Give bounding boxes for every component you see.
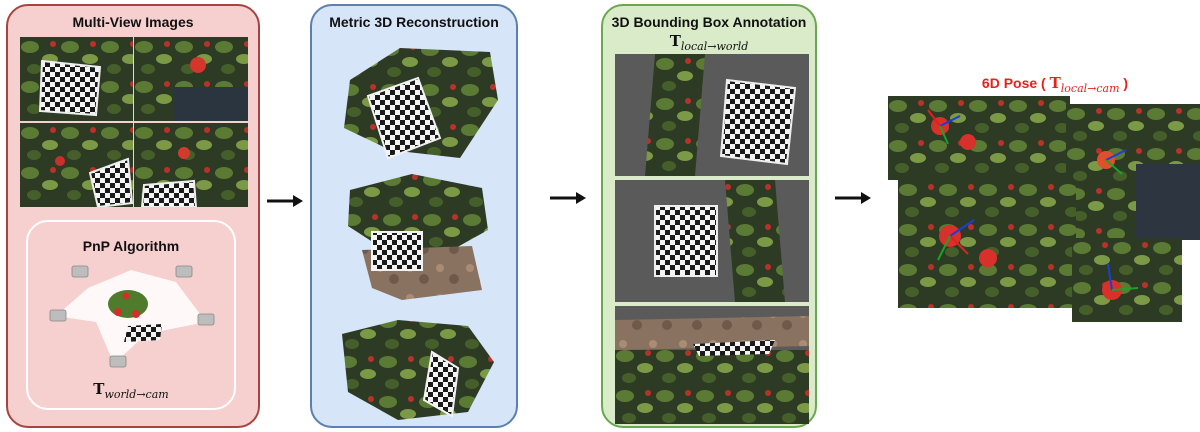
reconstruction-panel: Metric 3D Reconstruction [310,4,518,428]
annotation-panel: 3D Bounding Box Annotation Tlocal→world [601,4,817,428]
arrow-right-icon [267,195,303,207]
pnp-camera-diagram [49,265,215,368]
pose-title: 6D Pose ( Tlocal→cam ) [981,74,1129,95]
camera-icon [49,265,215,368]
multiview-image-3 [20,123,133,207]
reconstruction-view-2 [348,174,488,300]
pose-view-4 [1072,238,1182,322]
pnp-subpanel: PnP Algorithm Tworld→cam [26,220,236,410]
reconstruction-title: Metric 3D Reconstruction [329,14,499,30]
checkerboard-icon [124,324,162,342]
arrow-right-icon [550,192,586,204]
multiview-panel: Multi-View Images PnP Algorithm [6,4,260,428]
pose-view-2 [1066,104,1200,240]
reconstruction-view-3 [342,320,494,420]
annotation-formula: Tlocal→world [669,32,749,53]
multiview-image-2 [134,37,248,121]
annotation-view-3 [615,306,809,424]
arrow-right-icon [835,192,871,204]
multiview-title: Multi-View Images [72,14,194,30]
pose-view-1 [888,96,1070,180]
pose-view-3 [898,180,1076,308]
annotation-view-1 [615,54,809,176]
pnp-title: PnP Algorithm [82,238,180,254]
annotation-view-2 [615,180,809,302]
pnp-formula: Tworld→cam [93,380,169,401]
annotation-title: 3D Bounding Box Annotation [611,14,807,30]
reconstruction-view-1 [344,48,498,160]
multiview-image-4 [134,123,248,207]
strawberry-plant-icon [108,290,148,318]
multiview-image-1 [20,37,133,121]
